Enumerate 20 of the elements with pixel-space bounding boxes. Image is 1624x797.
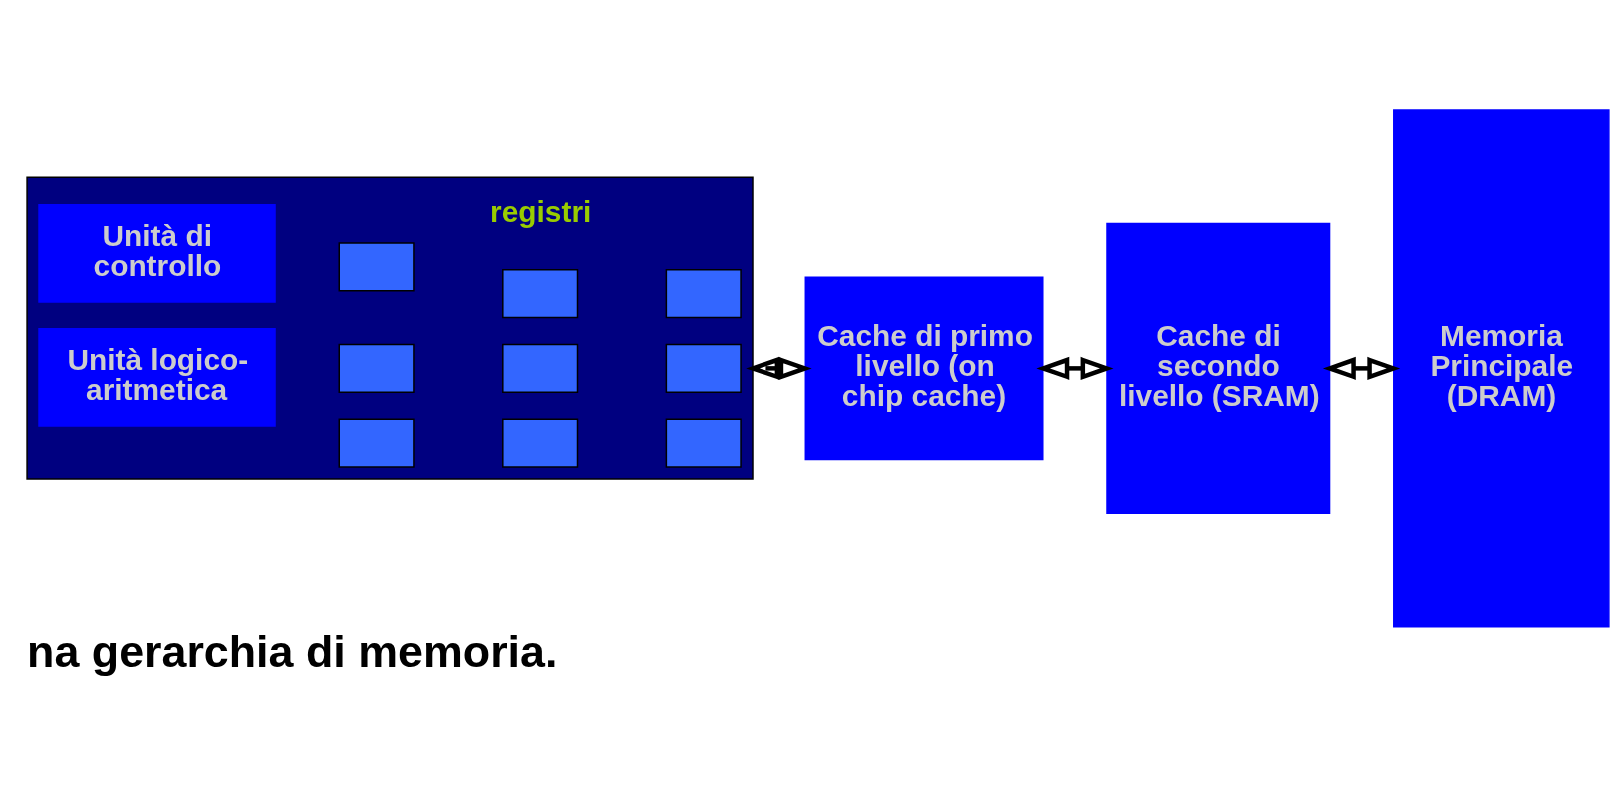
node-box	[338, 241, 415, 291]
node-box: Cache di secondo livello (SRAM)	[1106, 222, 1331, 514]
node-box	[338, 417, 415, 468]
cluster	[26, 175, 754, 480]
node-box	[338, 343, 415, 393]
node-box	[502, 417, 579, 468]
node-box: Unità logico-aritmetica	[38, 327, 276, 427]
node-box: Memoria Principale (DRAM)	[1393, 108, 1610, 628]
node-box	[665, 268, 742, 318]
node-box	[665, 417, 742, 468]
node-box	[665, 343, 742, 393]
node-box: Unità di controllo	[38, 203, 276, 303]
node-box: Cache di primo livello (on chip cache)	[804, 276, 1044, 460]
arrow	[1322, 356, 1401, 380]
label: registri	[490, 194, 592, 228]
node-box	[502, 268, 579, 318]
arrow	[1036, 356, 1114, 380]
arrow	[746, 356, 812, 380]
caption: na gerarchia di memoria.	[27, 625, 558, 676]
node-box	[502, 343, 579, 393]
